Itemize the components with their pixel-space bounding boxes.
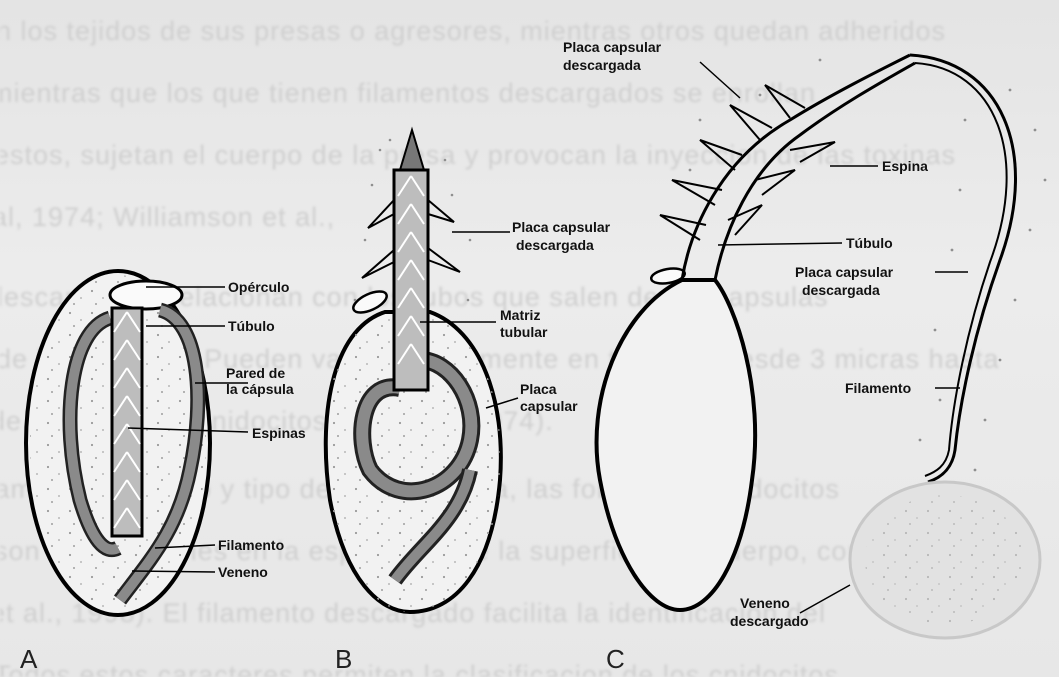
- label-veneno-c-1: Veneno: [740, 595, 790, 611]
- label-filamento-a: Filamento: [218, 537, 284, 553]
- panel-letter-b: B: [335, 644, 352, 674]
- panel-letter-c: C: [606, 644, 625, 674]
- tubule-a: [112, 308, 142, 536]
- label-espinas: Espinas: [252, 425, 306, 441]
- label-placa-top-c-2: descargada: [563, 57, 641, 73]
- label-filamento-c: Filamento: [845, 380, 911, 396]
- label-placa-desc-b-2: descargada: [516, 237, 594, 253]
- label-placa-mid-c-1: Placa capsular: [795, 264, 894, 280]
- operculum-a: [110, 281, 182, 309]
- label-operculo: Opérculo: [228, 279, 289, 295]
- label-pared-1: Pared de: [226, 365, 285, 381]
- label-placa-b-2: capsular: [520, 398, 578, 414]
- label-espina-c: Espina: [882, 158, 928, 174]
- label-placa-top-c-1: Placa capsular: [563, 39, 662, 55]
- label-veneno-a: Veneno: [218, 564, 268, 580]
- label-placa-desc-b-1: Placa capsular: [512, 219, 611, 235]
- panel-c-capsule: [597, 55, 1047, 638]
- label-matriz-2: tubular: [500, 324, 548, 340]
- label-matriz-1: Matriz: [500, 307, 540, 323]
- panel-letter-a: A: [20, 644, 38, 674]
- panel-b-capsule: [326, 130, 501, 612]
- label-placa-mid-c-2: descargada: [802, 282, 880, 298]
- long-filament-c: [910, 55, 1016, 482]
- panel-a-capsule: [26, 271, 210, 615]
- label-tubulo-a: Túbulo: [228, 318, 275, 334]
- label-placa-b-1: Placa: [520, 381, 557, 397]
- label-veneno-c-2: descargado: [730, 613, 809, 629]
- label-tubulo-c: Túbulo: [846, 235, 893, 251]
- label-pared-2: la cápsula: [226, 381, 294, 397]
